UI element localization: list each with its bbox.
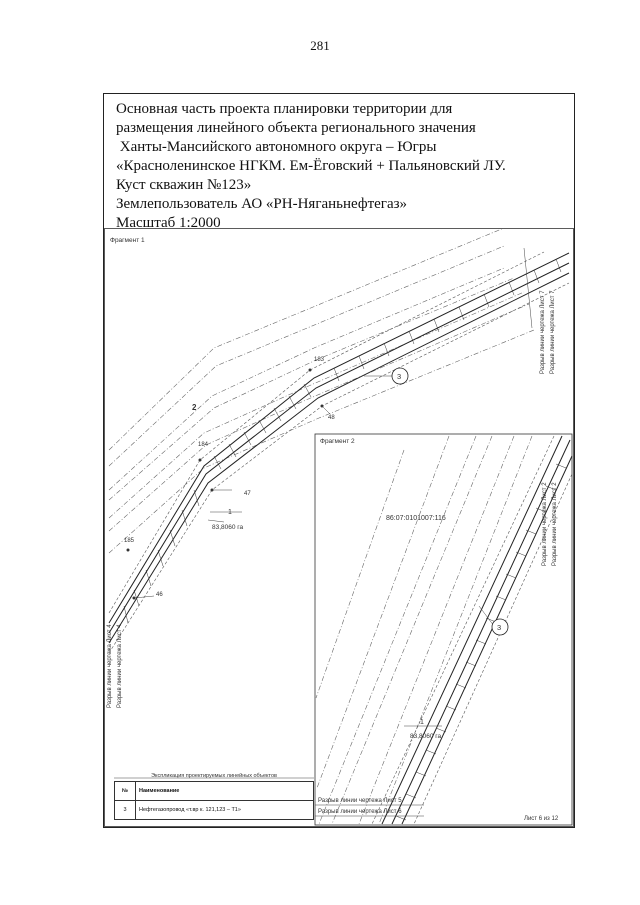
area-number: 1 [420, 719, 424, 726]
title-line: Ханты-Мансийского автономного округа – Ю… [116, 139, 437, 155]
drawing-sheet [103, 93, 575, 828]
area-number: 1 [228, 509, 232, 516]
break-line-label: Разрыв линии чертежа Лист 2 [542, 482, 548, 566]
header-name: Наименование [135, 781, 314, 801]
table-row: 3 Нефтегазопровод «т.вр к. 121,123 – Т1» [114, 800, 314, 820]
row-name: Нефтегазопровод «т.вр к. 121,123 – Т1» [135, 800, 314, 820]
break-line-label: Разрыв линии чертежа Лист 5 [318, 798, 402, 804]
break-line-label: Разрыв линии чертежа Лист 4 [107, 624, 113, 708]
table-header-row: № Наименование [114, 781, 314, 801]
break-line-label: Разрыв линии чертежа Лист 7 [550, 290, 556, 374]
point-label: 184 [198, 442, 209, 448]
title-line: Основная часть проекта планировки террит… [116, 101, 453, 117]
fragment1-title: Фрагмент 1 [110, 237, 145, 244]
fragment2-marker-circle [491, 618, 509, 636]
fragment2-boundaries [315, 435, 533, 825]
point-label: 185 [124, 538, 135, 544]
fragment2-frame [314, 433, 573, 826]
drawing-frame: Фрагмент 1 2 183 48 184 47 185 46 3 1 83… [104, 228, 574, 827]
break-line-label: Разрыв линии чертежа Лист 6 [318, 809, 402, 815]
point-label: 47 [244, 491, 251, 497]
break-line-label: Разрыв линии чертежа Лист 4 [117, 624, 123, 708]
header-number: № [114, 781, 136, 801]
object-marker: 3 [497, 623, 502, 632]
explication-caption: Экспликация проектируемых линейных объек… [151, 773, 277, 779]
point-label: 46 [156, 592, 163, 598]
cadastral-number: 86:07:0101007:116 [386, 515, 446, 522]
explication-grid: № Наименование 3 Нефтегазопровод «т.вр к… [114, 781, 314, 820]
title-line: Куст скважин №123» [116, 177, 252, 193]
drawing-graphics [104, 228, 574, 827]
area-value: 83,8060 га [410, 733, 442, 740]
object-marker: 3 [397, 372, 402, 381]
page-number: 281 [310, 38, 330, 53]
sheet-label: Лист 6 из 12 [524, 816, 559, 822]
point-label: 2 [192, 403, 197, 412]
area-value: 83,8060 га [212, 524, 244, 531]
fragment1-marker-circle [391, 367, 409, 385]
explication-table: Экспликация проектируемых линейных объек… [114, 773, 314, 820]
point-label: 183 [314, 357, 325, 363]
row-number: 3 [114, 800, 136, 820]
fragment2-title: Фрагмент 2 [320, 438, 355, 445]
title-line: Землепользователь АО «РН-Няганьнефтегаз» [116, 196, 408, 212]
point-label: 48 [328, 415, 335, 421]
title-line: «Красноленинское НГКМ. Ем-Ёговский + Пал… [116, 158, 506, 174]
break-line-label: Разрыв линии чертежа Лист 2 [552, 482, 558, 566]
break-line-label: Разрыв линии чертежа Лист 7 [540, 290, 546, 374]
scale-line: Масштаб 1:2000 [116, 215, 221, 231]
title-line: размещения линейного объекта регионально… [116, 120, 476, 136]
title-block: Основная часть проекта планировки террит… [116, 100, 571, 233]
fragment1-corridor [108, 247, 570, 654]
fragment2-corridor [371, 435, 573, 825]
